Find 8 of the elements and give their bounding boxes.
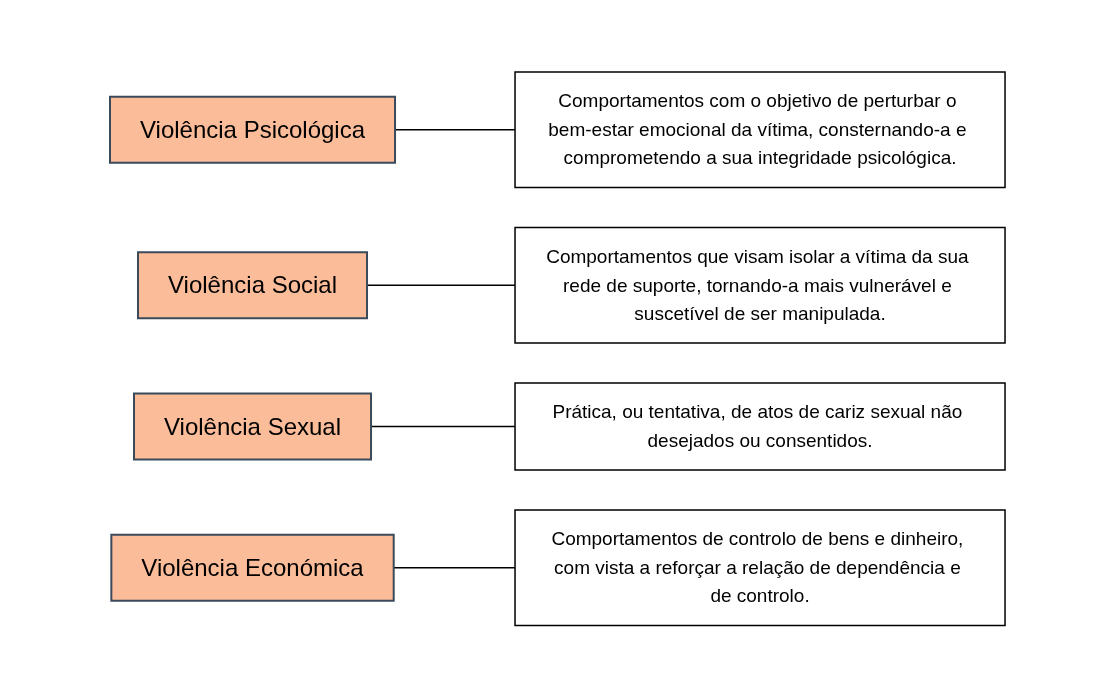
node-box: Violência Sexual	[133, 392, 372, 461]
node-box: Comportamentos de controlo de bens e dinheiro, com vista a reforçar a relação de dependência e de controlo.	[514, 509, 1006, 626]
node-box: Violência Psicológica	[109, 95, 396, 164]
node-box: Prática, ou tentativa, de atos de cariz sexual não desejados ou consentidos.	[514, 382, 1006, 471]
node-box: Violência Social	[137, 251, 368, 319]
node-box: Comportamentos com o objetivo de perturbar o bem-estar emocional da vítima, consternando-a e comprometendo a sua integridade psicológica.	[514, 71, 1006, 188]
node-box: Violência Económica	[110, 533, 395, 602]
node-box: Comportamentos que visam isolar a vítima da sua rede de suporte, tornando-a mais vulnerável e suscetível de ser manipulada.	[514, 226, 1006, 344]
